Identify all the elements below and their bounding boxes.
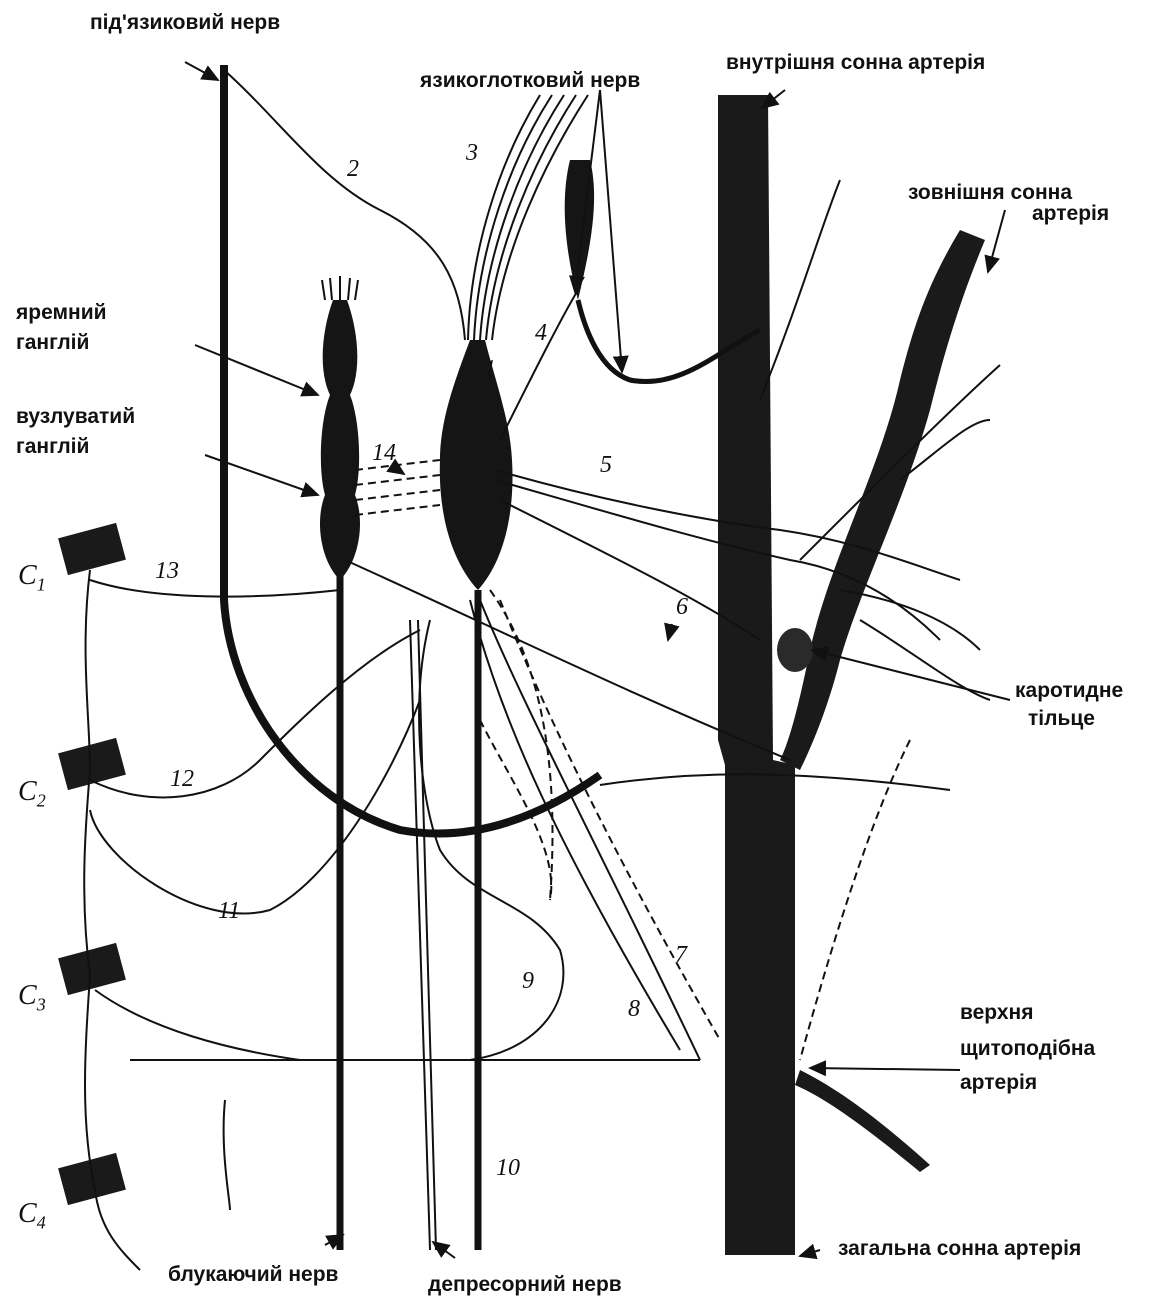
label-internal-carotid: внутрішня сонна артерія	[726, 50, 985, 75]
label-glossopharyngeal-nerve: язикоглотковий нерв	[420, 68, 640, 93]
callout-1: 1	[484, 356, 496, 383]
petrosal-ganglion	[440, 340, 513, 590]
external-carotid-artery	[780, 230, 985, 770]
callout-12: 12	[170, 766, 194, 793]
label-vagus-nerve: блукаючий нерв	[168, 1262, 338, 1287]
cervical-plexus-lines	[84, 570, 700, 1270]
callout-10: 10	[496, 1155, 520, 1182]
callout-7: 7	[675, 942, 687, 969]
label-carotid-body-2: тільце	[1028, 706, 1095, 731]
superior-thyroid-artery	[795, 1070, 930, 1172]
nerve-4	[500, 290, 578, 440]
jugular-ganglion	[320, 300, 360, 580]
label-nodose-ganglion-2: ганглій	[16, 434, 89, 459]
label-hypoglossal-nerve: під'язиковий нерв	[90, 10, 280, 35]
label-pointers	[185, 62, 1010, 1258]
label-external-carotid-2: артерія	[1032, 201, 1109, 226]
label-superior-thyroid-3: артерія	[960, 1070, 1037, 1095]
callout-11: 11	[218, 898, 240, 925]
label-carotid-body-1: каротидне	[1015, 678, 1123, 703]
depressor-nerve-line	[410, 620, 436, 1250]
label-jugular-ganglion-2: ганглій	[16, 330, 89, 355]
segment-label-c3: C3	[18, 980, 46, 1016]
nerves-7-8	[470, 600, 700, 1060]
label-common-carotid: загальна сонна артерія	[838, 1236, 1081, 1261]
segment-label-c1: C1	[18, 560, 46, 596]
label-depressor-nerve: депресорний нерв	[428, 1272, 622, 1297]
common-internal-carotid-artery	[718, 95, 795, 1255]
callout-6: 6	[676, 594, 688, 621]
segment-label-c2: C2	[18, 776, 46, 812]
vagus-rootlets	[322, 276, 358, 300]
c1-segment	[58, 523, 126, 575]
c2-segment	[58, 738, 126, 790]
callout-3: 3	[466, 140, 478, 167]
segment-label-c4: C4	[18, 1198, 46, 1234]
label-nodose-ganglion-1: вузлуватий	[16, 404, 135, 429]
label-superior-thyroid-2: щитоподібна	[960, 1036, 1095, 1061]
callout-13: 13	[155, 558, 179, 585]
callout-5: 5	[600, 452, 612, 479]
callout-2: 2	[347, 156, 359, 183]
nerve-2	[224, 70, 465, 340]
callout-9: 9	[522, 968, 534, 995]
callout-8: 8	[628, 996, 640, 1023]
carotid-body	[777, 628, 813, 672]
label-superior-thyroid-1: верхня	[960, 1000, 1033, 1025]
callout-4: 4	[535, 320, 547, 347]
label-jugular-ganglion-1: яремний	[16, 300, 107, 325]
callout-14: 14	[372, 440, 396, 467]
c3-segment	[58, 943, 126, 995]
